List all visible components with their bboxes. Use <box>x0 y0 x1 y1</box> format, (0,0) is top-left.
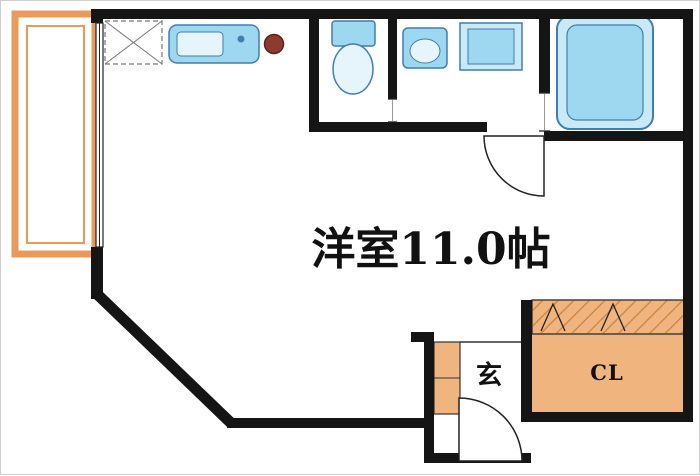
wall-entrance-top-stub <box>411 332 434 342</box>
wall-diagonal <box>93 290 236 428</box>
stove-burner <box>263 33 285 55</box>
wall-below-toilet-washroom <box>309 122 487 132</box>
refrigerator-space <box>104 20 163 65</box>
wall-bottom-right <box>521 412 693 422</box>
kitchen-sink-basin <box>176 31 224 57</box>
kitchen <box>104 20 285 65</box>
wall-toilet-washroom <box>388 19 397 99</box>
closet-floor <box>532 334 685 413</box>
wall-below-bathroom <box>544 131 685 141</box>
entrance-door-swing <box>458 397 523 462</box>
wall-washroom-bathroom <box>539 19 550 93</box>
closet-door-hatch <box>531 299 686 335</box>
wall-top <box>91 9 693 19</box>
toilet-bowl <box>332 43 374 95</box>
wall-entrance-left <box>424 332 434 462</box>
balcony-outer-rail <box>11 10 99 258</box>
wall-kitchen-toilet <box>309 19 319 131</box>
wall-right <box>683 9 693 422</box>
bathroom-door-opening <box>539 92 550 132</box>
wall-topleft-stub <box>91 9 103 23</box>
accordion-door-mark <box>600 302 626 332</box>
washroom <box>402 22 523 71</box>
bathtub-inner <box>566 24 644 121</box>
entrance-label: 玄 <box>476 360 502 391</box>
washbasin-bowl <box>409 38 441 64</box>
toilet-tank <box>331 20 376 47</box>
closet-label: CL <box>590 360 623 385</box>
wall-bottom-main <box>227 418 433 428</box>
wall-entrance-closet-divider <box>521 300 532 422</box>
walls <box>91 9 693 463</box>
toilet-door-opening <box>388 98 397 123</box>
washing-machine <box>467 28 515 65</box>
balcony <box>11 10 99 258</box>
bathroom <box>556 15 654 130</box>
kitchen-faucet <box>237 35 245 43</box>
balcony-inner-rail <box>26 25 85 244</box>
washroom-door-swing <box>483 135 545 197</box>
toilet <box>331 20 376 95</box>
room-label: 洋室11.0帖 <box>311 224 550 275</box>
closet-area <box>531 299 686 413</box>
accordion-door-mark <box>540 302 566 332</box>
wall-left-below-balcony <box>91 247 103 299</box>
labels: 洋室11.0帖 玄 CL <box>311 224 623 391</box>
openings <box>95 22 550 462</box>
